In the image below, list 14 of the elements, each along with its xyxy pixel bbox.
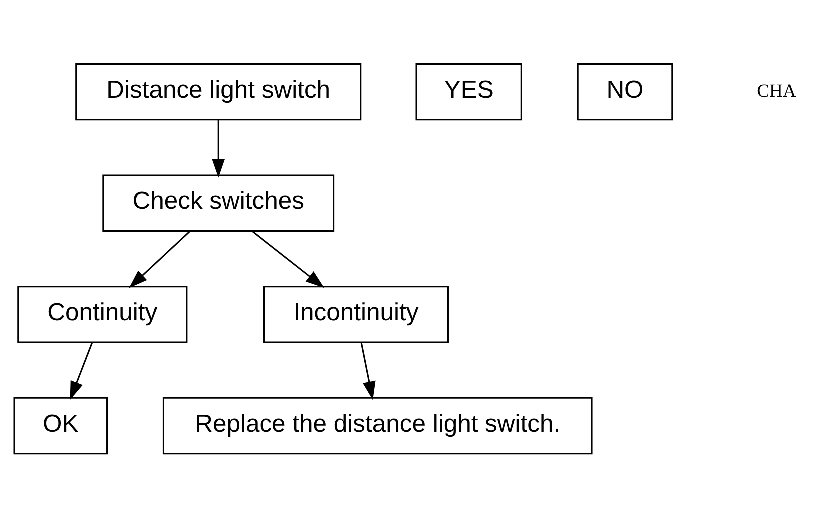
arrow [129,230,190,288]
node-box: OK [14,396,108,454]
node-box: Check switches [102,174,335,232]
node-box: Incontinuity [263,286,449,343]
arrow [252,230,324,288]
arrow [360,342,376,400]
node-box: Distance light switch [76,62,362,120]
node-box: NO [577,62,674,120]
label: CHA [757,80,796,102]
node-box: Continuity [18,286,188,343]
arrow [212,120,226,178]
node-box: YES [416,62,522,120]
arrow [70,342,94,400]
node-box: Replace the distance light switch. [162,396,593,454]
